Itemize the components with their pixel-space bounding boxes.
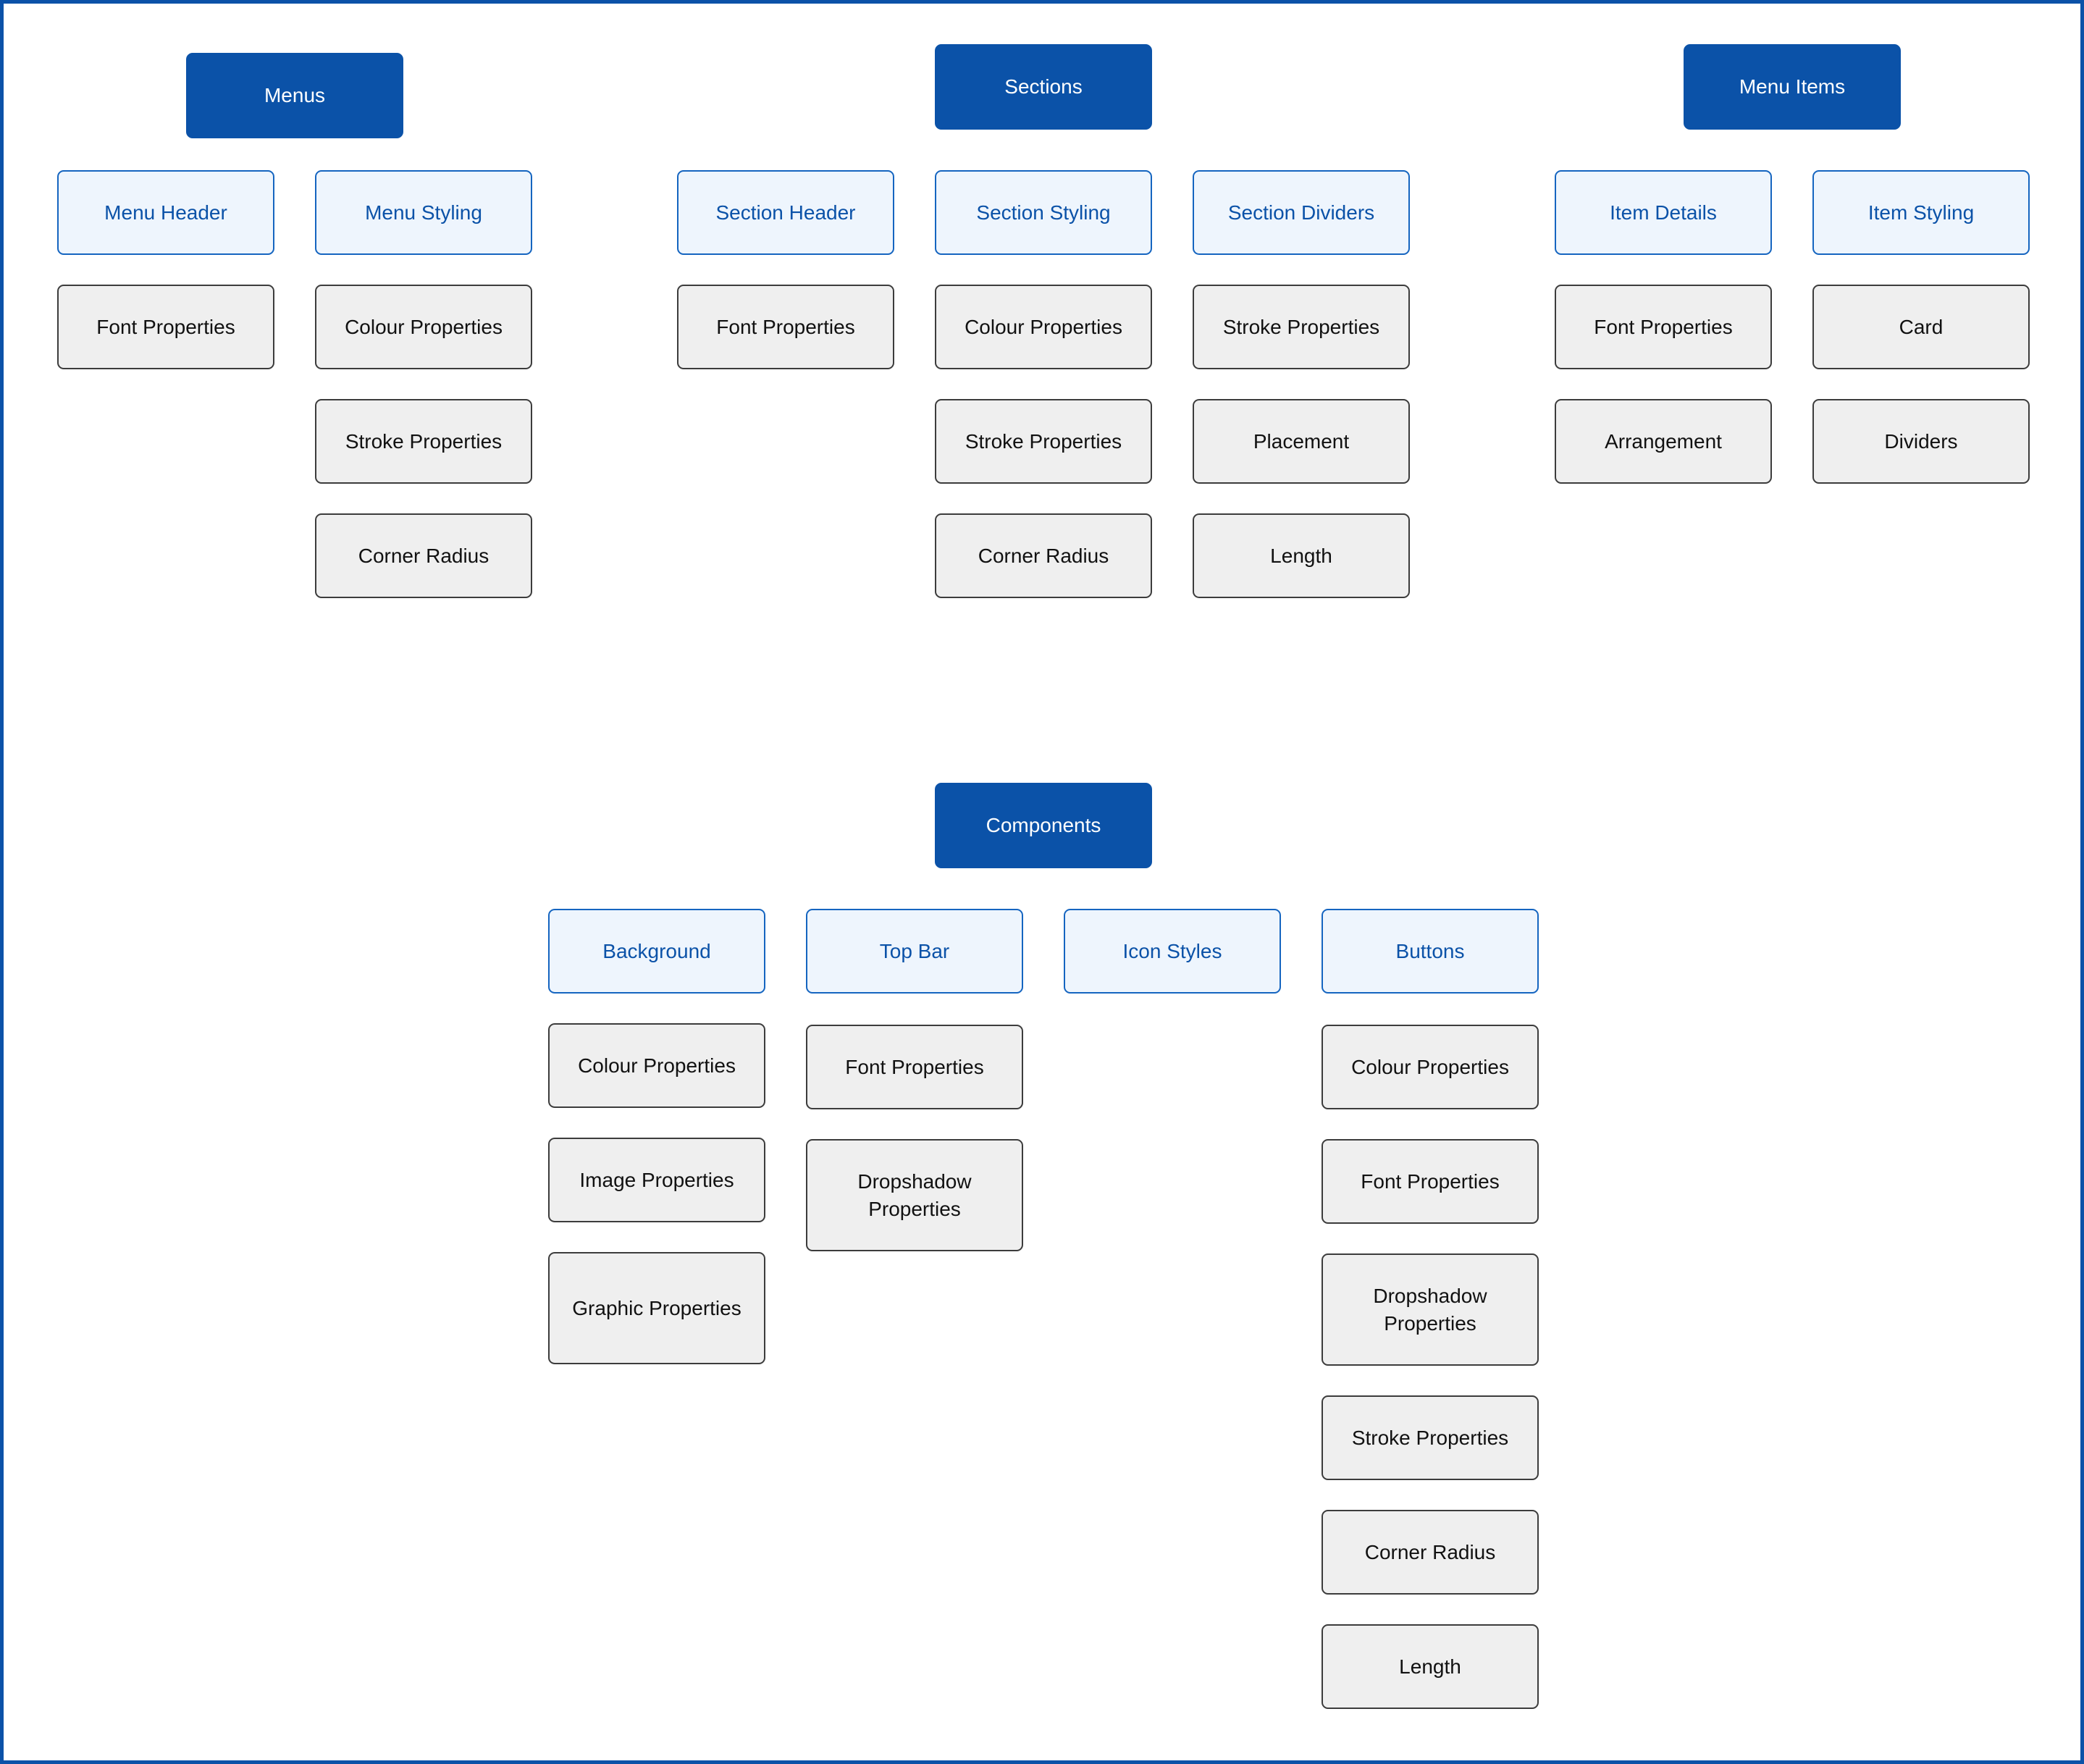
- item-buttons-dropshadow-properties: Dropshadow Properties: [1322, 1253, 1539, 1366]
- item-item-details-font-properties: Font Properties: [1555, 285, 1772, 369]
- item-background-graphic-properties: Graphic Properties: [548, 1252, 765, 1364]
- item-section-dividers-length: Length: [1193, 513, 1410, 598]
- item-top-bar-font-properties: Font Properties: [806, 1025, 1023, 1109]
- category-section-header: Section Header: [677, 170, 894, 255]
- item-menu-styling-colour-properties: Colour Properties: [315, 285, 532, 369]
- item-background-colour-properties: Colour Properties: [548, 1023, 765, 1108]
- category-top-bar: Top Bar: [806, 909, 1023, 994]
- item-buttons-colour-properties: Colour Properties: [1322, 1025, 1539, 1109]
- group-menu-items: Menu Items: [1684, 44, 1901, 130]
- item-item-details-arrangement: Arrangement: [1555, 399, 1772, 484]
- item-top-bar-dropshadow-properties: Dropshadow Properties: [806, 1139, 1023, 1251]
- category-menu-styling: Menu Styling: [315, 170, 532, 255]
- item-item-styling-card: Card: [1812, 285, 2030, 369]
- item-buttons-corner-radius: Corner Radius: [1322, 1510, 1539, 1595]
- item-section-dividers-stroke-properties: Stroke Properties: [1193, 285, 1410, 369]
- item-section-dividers-placement: Placement: [1193, 399, 1410, 484]
- category-icon-styles: Icon Styles: [1064, 909, 1281, 994]
- item-buttons-font-properties: Font Properties: [1322, 1139, 1539, 1224]
- category-section-styling: Section Styling: [935, 170, 1152, 255]
- category-item-details: Item Details: [1555, 170, 1772, 255]
- category-background: Background: [548, 909, 765, 994]
- category-buttons: Buttons: [1322, 909, 1539, 994]
- category-menu-header: Menu Header: [57, 170, 274, 255]
- group-menus: Menus: [186, 53, 403, 138]
- item-section-styling-stroke-properties: Stroke Properties: [935, 399, 1152, 484]
- item-menu-styling-stroke-properties: Stroke Properties: [315, 399, 532, 484]
- group-components: Components: [935, 783, 1152, 868]
- item-menu-header-font-properties: Font Properties: [57, 285, 274, 369]
- item-buttons-length: Length: [1322, 1624, 1539, 1709]
- item-menu-styling-corner-radius: Corner Radius: [315, 513, 532, 598]
- item-section-header-font-properties: Font Properties: [677, 285, 894, 369]
- item-section-styling-colour-properties: Colour Properties: [935, 285, 1152, 369]
- item-background-image-properties: Image Properties: [548, 1138, 765, 1222]
- item-item-styling-dividers: Dividers: [1812, 399, 2030, 484]
- category-item-styling: Item Styling: [1812, 170, 2030, 255]
- item-section-styling-corner-radius: Corner Radius: [935, 513, 1152, 598]
- category-section-dividers: Section Dividers: [1193, 170, 1410, 255]
- item-buttons-stroke-properties: Stroke Properties: [1322, 1395, 1539, 1480]
- group-sections: Sections: [935, 44, 1152, 130]
